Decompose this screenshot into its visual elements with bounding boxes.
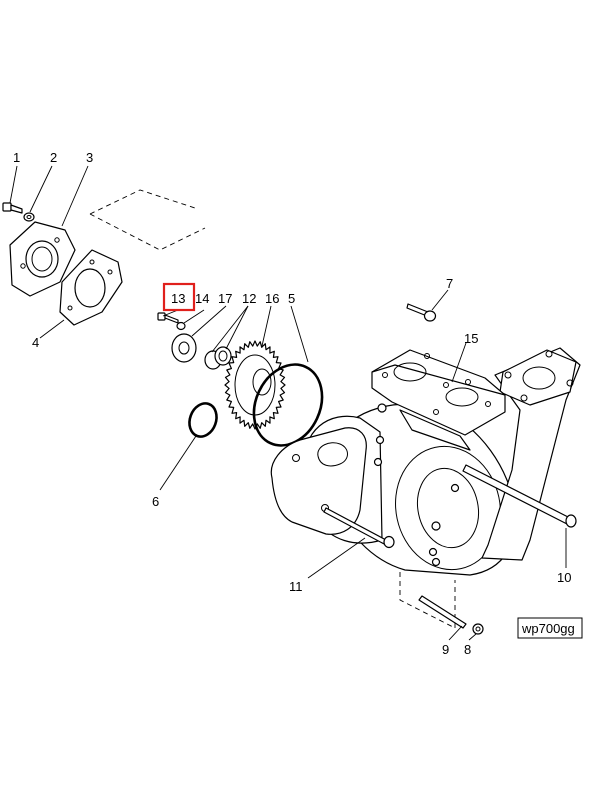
- callout-4: 4: [32, 335, 39, 350]
- callout-14: 14: [195, 291, 209, 306]
- washer-part-2: [23, 212, 35, 222]
- nut-part-8: [472, 623, 484, 635]
- callout-1: 1: [13, 150, 20, 165]
- leader-lines: [9, 165, 567, 641]
- callout-8: 8: [464, 642, 471, 657]
- callout-17: 17: [218, 291, 232, 306]
- bolt-part-13: [157, 312, 179, 324]
- flange-plate-part-3: [9, 221, 76, 297]
- reference-code-box: wp700gg: [517, 617, 583, 639]
- callout-10: 10: [557, 570, 571, 585]
- callout-12: 12: [242, 291, 256, 306]
- callout-5: 5: [288, 291, 295, 306]
- callout-16: 16: [265, 291, 279, 306]
- gear-part-16: [224, 340, 286, 430]
- o-ring-part-5: [252, 363, 324, 447]
- callout-15: 15: [464, 331, 478, 346]
- spacer-sleeve-part-12: [204, 346, 232, 370]
- callout-11: 11: [289, 579, 303, 594]
- callout-3: 3: [86, 150, 93, 165]
- callout-9: 9: [442, 642, 449, 657]
- mounting-flange-part-15: [371, 349, 506, 451]
- callout-labels: 1 2 3 4 5 6 7 8 9 10 11 12 13 14 15 16 1…: [13, 150, 571, 657]
- gasket-part-4: [59, 249, 123, 326]
- bolt-part-7: [406, 303, 437, 322]
- callout-6: 6: [152, 494, 159, 509]
- o-ring-part-6: [188, 402, 218, 438]
- bolt-part-1: [2, 202, 23, 214]
- washer-part-14: [176, 321, 186, 331]
- callout-2: 2: [50, 150, 57, 165]
- reference-code: wp700gg: [521, 621, 575, 636]
- callout-13: 13: [171, 291, 185, 306]
- stud-part-9: [418, 595, 467, 629]
- callout-7: 7: [446, 276, 453, 291]
- callout-highlight-box: [162, 282, 196, 312]
- thrust-disc-part-17: [171, 333, 197, 363]
